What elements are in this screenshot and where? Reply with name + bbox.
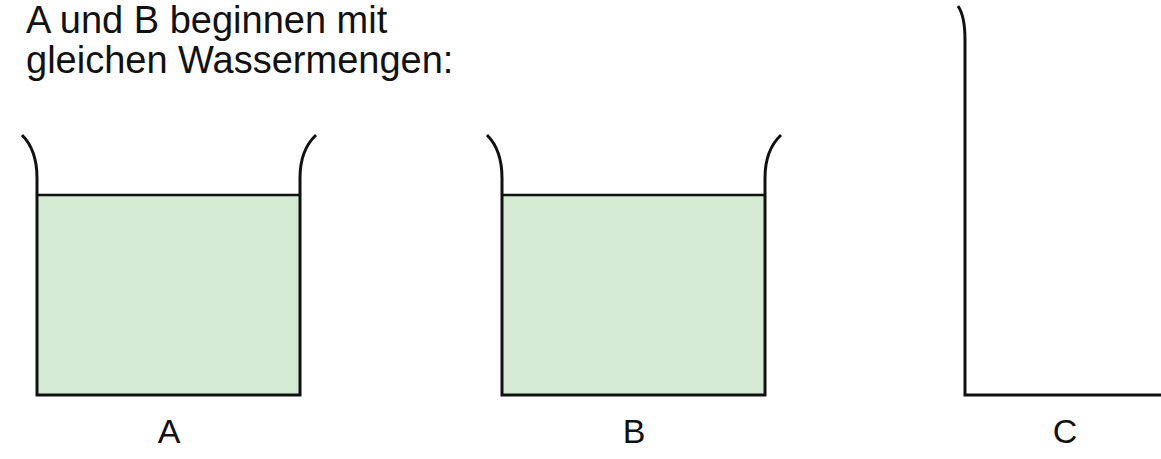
beaker-outline	[22, 135, 316, 395]
beaker-outline	[487, 135, 781, 395]
container-label: B	[604, 412, 664, 450]
water-surface	[502, 194, 765, 197]
tall-container-outline	[958, 6, 1161, 395]
water-surface	[37, 194, 300, 197]
container-label: C	[1035, 412, 1095, 450]
water-fill	[502, 195, 765, 395]
container-label: A	[139, 412, 199, 450]
water-fill	[37, 195, 300, 395]
heading-text: A und B beginnen mit gleichen Wassermeng…	[26, 0, 526, 80]
